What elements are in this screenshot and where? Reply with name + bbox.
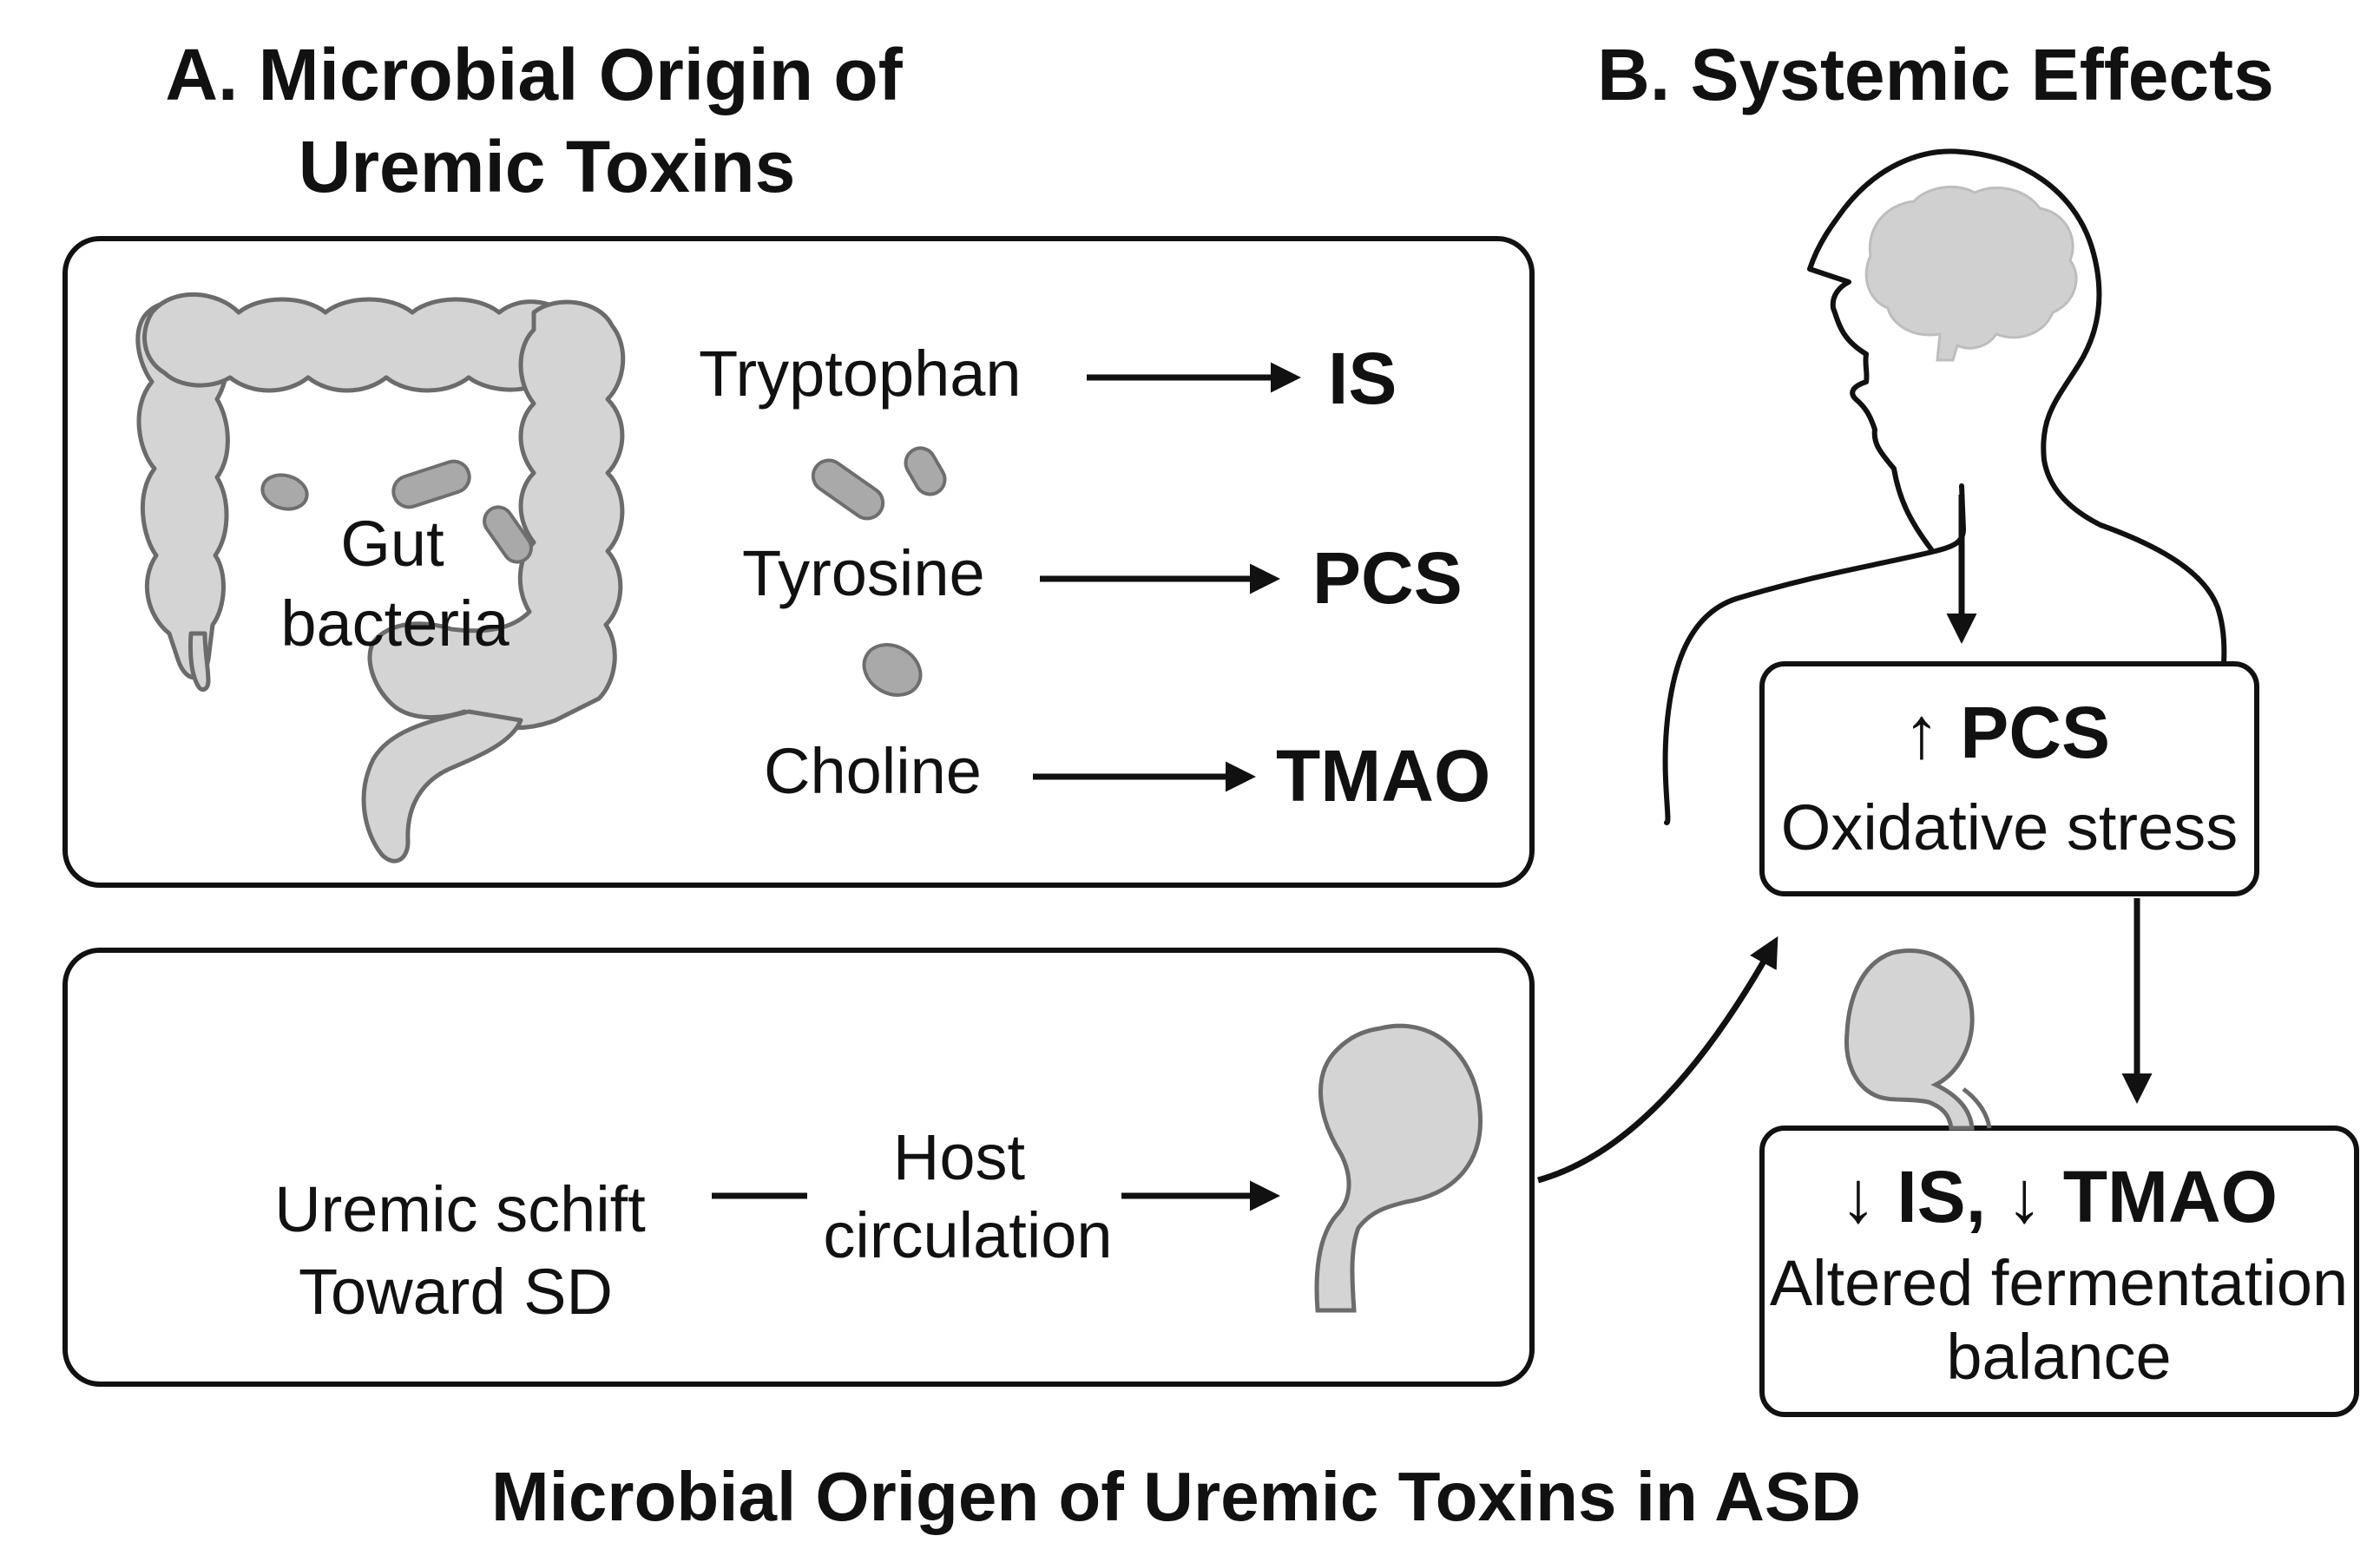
pathway-arrows [1033,362,1301,792]
kidney-icon-bottom [1314,1023,1483,1313]
is-tmao-effect-heading: ↓ IS, ↓ TMAO [1840,1156,2278,1237]
human-silhouette-icon [1662,148,2227,826]
precursor-tyrosine: Tyrosine [742,537,985,609]
intestine-icon [135,292,626,863]
gut-label-line1: Gut [340,508,444,580]
is-tmao-effect-box [1759,1126,2359,1417]
panel-b-title: B. Systemic Effects [1597,34,2274,115]
uremic-shift-line2: Toward SD [299,1256,613,1328]
circulation-panel-box [62,948,1535,1387]
is-tmao-effect-text-line2: balance [1946,1321,2172,1393]
kidney-icon-right [1844,948,1992,1131]
brain-icon [1864,185,2078,362]
precursor-tryptophan: Tryptophan [699,338,1022,410]
uremic-shift-line1: Uremic schift [274,1173,646,1245]
toxin-pcs: PCS [1312,537,1463,619]
host-circulation-line1: Host [892,1121,1026,1193]
gut-label-line2: bacteria [280,587,510,660]
footer-title: Microbial Origen of Uremic Toxins in ASD [490,1458,1862,1535]
pcs-effect-box [1759,661,2259,896]
panel-a-title-line2: Uremic Toxins [298,126,796,207]
gut-panel-box [62,236,1535,888]
curved-arrow-to-systemic [1537,935,1778,1184]
pcs-effect-text: Oxidative stress [1780,791,2239,863]
precursor-choline: Choline [764,735,982,807]
bacteria-icons [260,446,947,697]
panel-a-title-line1: A. Microbial Origin of [165,34,903,115]
toxin-tmao: TMAO [1276,735,1491,817]
host-circulation-line2: circulation [823,1199,1113,1271]
toxin-is: IS [1328,338,1397,419]
pcs-effect-heading: ↑ PCS [1903,692,2111,773]
is-tmao-effect-text-line1: Altered fermentation [1769,1247,2349,1319]
